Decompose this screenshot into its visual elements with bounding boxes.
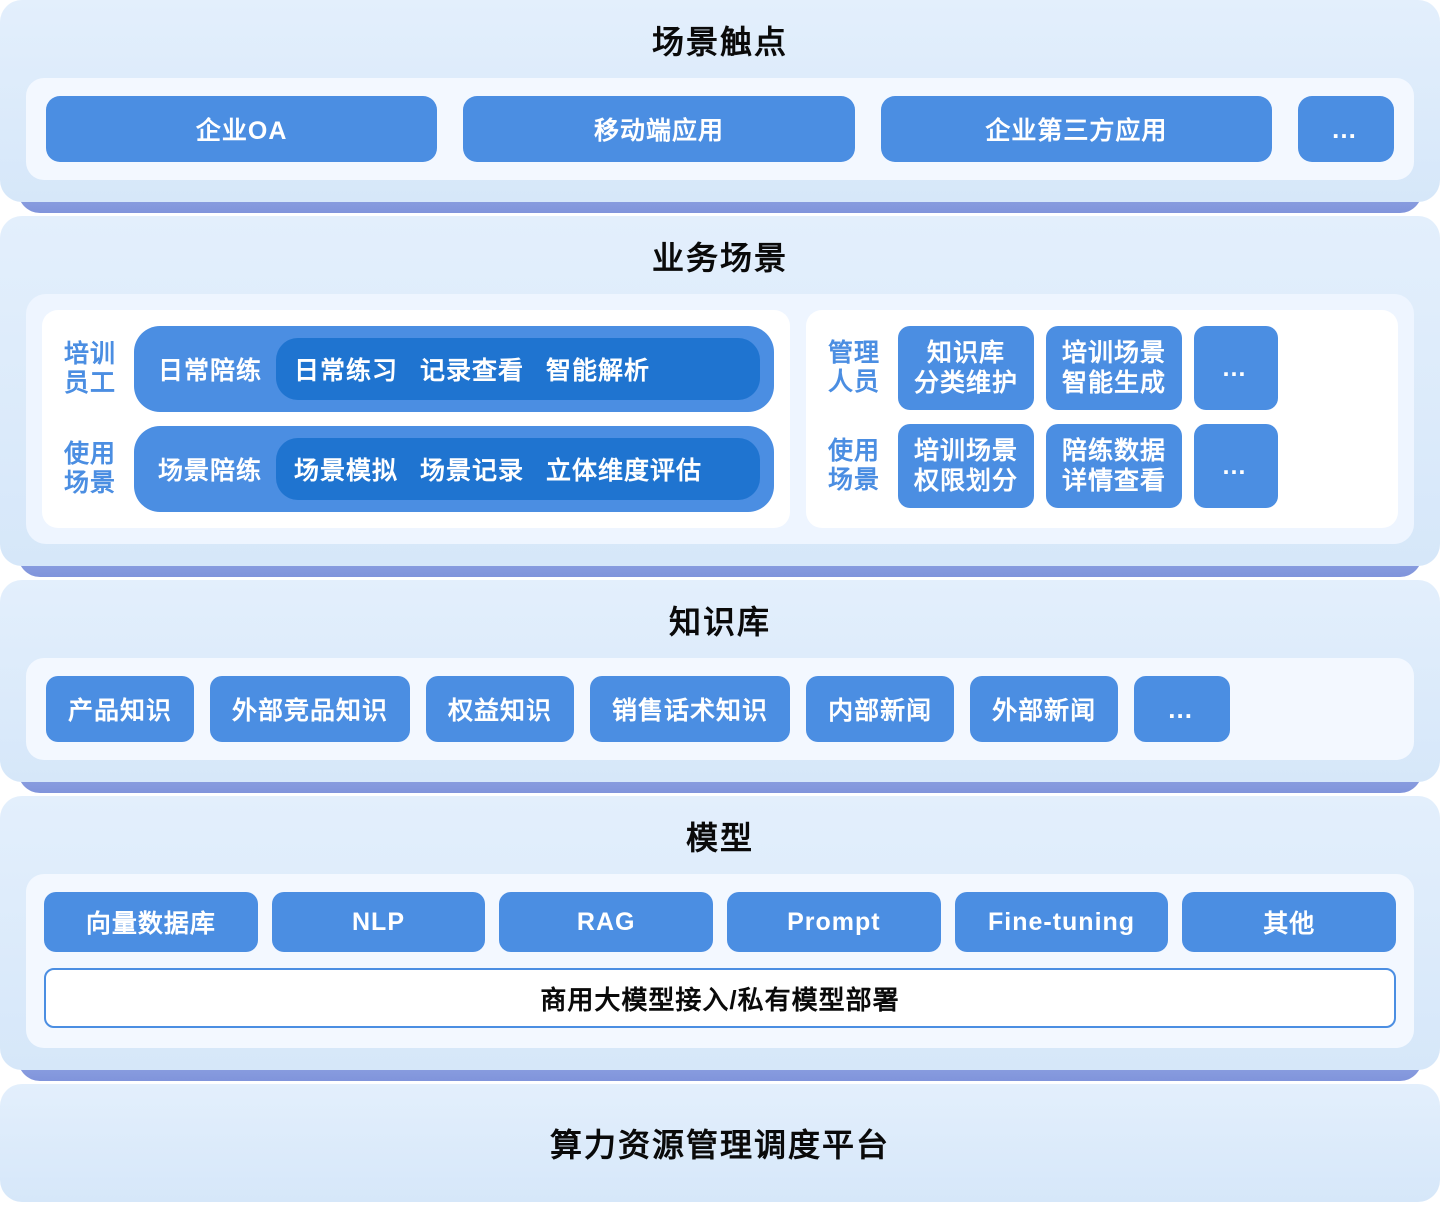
business-row-usage-scenario-left: 使用 场景 场景陪练 场景模拟 场景记录 立体维度评估: [58, 426, 774, 512]
model-deployment-bar[interactable]: 商用大模型接入/私有模型部署: [44, 968, 1396, 1028]
business-card-employee: 培训 员工 日常陪练 日常练习 记录查看 智能解析 使用 场景: [42, 310, 790, 528]
layer-knowledge-base: 知识库 产品知识 外部竞品知识 权益知识 销售话术知识 内部新闻 外部新闻 …: [0, 580, 1440, 793]
business-pill-inner-daily-coaching: 日常练习 记录查看 智能解析: [276, 338, 760, 400]
model-item-rag[interactable]: RAG: [499, 892, 714, 952]
layer-compute-platform: 算力资源管理调度平台: [0, 1084, 1440, 1202]
business-subitem-record-view[interactable]: 记录查看: [420, 357, 525, 385]
business-subitem-scenario-simulation[interactable]: 场景模拟: [294, 457, 399, 485]
business-row-usage-scenario-right: 使用 场景 培训场景 权限划分 陪练数据 详情查看 …: [822, 424, 1382, 508]
touchpoint-item-mobile[interactable]: 移动端应用: [463, 96, 855, 162]
business-pill-head-daily-coaching: 日常陪练: [158, 357, 263, 385]
panel-title-model: 模型: [685, 820, 754, 856]
business-label-usage-scenario-right: 使用 场景: [827, 436, 880, 495]
business-subitem-scenario-record[interactable]: 场景记录: [420, 457, 525, 485]
business-more-icon-admin[interactable]: …: [1194, 326, 1279, 410]
panel-title-knowledge: 知识库: [668, 604, 771, 640]
layer-model: 模型 向量数据库 NLP RAG Prompt Fine-tuning 其他 商…: [0, 796, 1440, 1081]
business-card-admin: 管理 人员 知识库 分类维护 培训场景 智能生成 … 使用 场景 培训场景 权限…: [806, 310, 1398, 528]
model-row: 向量数据库 NLP RAG Prompt Fine-tuning 其他: [44, 892, 1397, 952]
touchpoint-item-oa[interactable]: 企业OA: [46, 96, 438, 162]
business-chip-training-scenario-permission[interactable]: 培训场景 权限划分: [898, 424, 1035, 508]
model-item-nlp[interactable]: NLP: [271, 892, 486, 952]
panel-title-compute-platform: 算力资源管理调度平台: [549, 1127, 890, 1163]
touchpoint-item-thirdparty[interactable]: 企业第三方应用: [880, 96, 1272, 162]
business-label-admin-staff: 管理 人员: [827, 338, 880, 397]
touchpoint-more-icon[interactable]: …: [1297, 96, 1394, 162]
panel-title-business: 业务场景: [651, 240, 788, 276]
knowledge-item-external-news[interactable]: 外部新闻: [970, 676, 1119, 742]
touchpoints-row: 企业OA 移动端应用 企业第三方应用 …: [46, 96, 1394, 162]
business-subitem-daily-practice[interactable]: 日常练习: [294, 357, 399, 385]
model-card: 向量数据库 NLP RAG Prompt Fine-tuning 其他 商用大模…: [26, 874, 1414, 1048]
business-chip-coaching-data-detail[interactable]: 陪练数据 详情查看: [1046, 424, 1183, 508]
layer-touchpoints: 场景触点 企业OA 移动端应用 企业第三方应用 …: [0, 0, 1440, 213]
knowledge-row: 产品知识 外部竞品知识 权益知识 销售话术知识 内部新闻 外部新闻 …: [46, 676, 1394, 742]
panel-knowledge-base: 知识库 产品知识 外部竞品知识 权益知识 销售话术知识 内部新闻 外部新闻 …: [0, 580, 1440, 782]
layer-business-scenarios: 业务场景 培训 员工 日常陪练 日常练习 记录查看 智能解析: [0, 216, 1440, 577]
knowledge-more-icon[interactable]: …: [1134, 676, 1231, 742]
knowledge-item-benefits[interactable]: 权益知识: [426, 676, 575, 742]
business-label-training-employee: 培训 员工: [63, 339, 116, 398]
panel-touchpoints: 场景触点 企业OA 移动端应用 企业第三方应用 …: [0, 0, 1440, 202]
panel-compute-platform: 算力资源管理调度平台: [0, 1084, 1440, 1202]
business-pill-scenario-coaching[interactable]: 场景陪练 场景模拟 场景记录 立体维度评估: [134, 426, 774, 512]
knowledge-card: 产品知识 外部竞品知识 权益知识 销售话术知识 内部新闻 外部新闻 …: [26, 658, 1414, 760]
business-pill-head-scenario-coaching: 场景陪练: [158, 457, 263, 485]
panel-model: 模型 向量数据库 NLP RAG Prompt Fine-tuning 其他 商…: [0, 796, 1440, 1070]
business-row-admin-staff: 管理 人员 知识库 分类维护 培训场景 智能生成 …: [822, 326, 1382, 410]
touchpoints-card: 企业OA 移动端应用 企业第三方应用 …: [26, 78, 1414, 180]
panel-business-scenarios: 业务场景 培训 员工 日常陪练 日常练习 记录查看 智能解析: [0, 216, 1440, 566]
business-label-usage-scenario-left: 使用 场景: [63, 439, 116, 498]
business-chip-kb-category-maintenance[interactable]: 知识库 分类维护: [898, 326, 1035, 410]
business-pill-daily-coaching[interactable]: 日常陪练 日常练习 记录查看 智能解析: [134, 326, 774, 412]
knowledge-item-competitor[interactable]: 外部竞品知识: [210, 676, 411, 742]
knowledge-item-sales-script[interactable]: 销售话术知识: [590, 676, 791, 742]
model-item-other[interactable]: 其他: [1182, 892, 1397, 952]
model-item-fine-tuning[interactable]: Fine-tuning: [954, 892, 1169, 952]
business-outer-card: 培训 员工 日常陪练 日常练习 记录查看 智能解析 使用 场景: [26, 294, 1414, 544]
model-item-vector-db[interactable]: 向量数据库: [44, 892, 258, 952]
knowledge-item-product[interactable]: 产品知识: [46, 676, 195, 742]
business-chip-training-scenario-generation[interactable]: 培训场景 智能生成: [1046, 326, 1183, 410]
panel-title-touchpoints: 场景触点: [651, 24, 788, 60]
model-item-prompt[interactable]: Prompt: [727, 892, 941, 952]
business-subitem-smart-analysis[interactable]: 智能解析: [546, 357, 651, 385]
business-row-training-employee: 培训 员工 日常陪练 日常练习 记录查看 智能解析: [58, 326, 774, 412]
business-more-icon-usage[interactable]: …: [1194, 424, 1279, 508]
business-pill-inner-scenario-coaching: 场景模拟 场景记录 立体维度评估: [276, 438, 760, 500]
knowledge-item-internal-news[interactable]: 内部新闻: [806, 676, 955, 742]
business-subitem-multidim-evaluation[interactable]: 立体维度评估: [546, 457, 703, 485]
